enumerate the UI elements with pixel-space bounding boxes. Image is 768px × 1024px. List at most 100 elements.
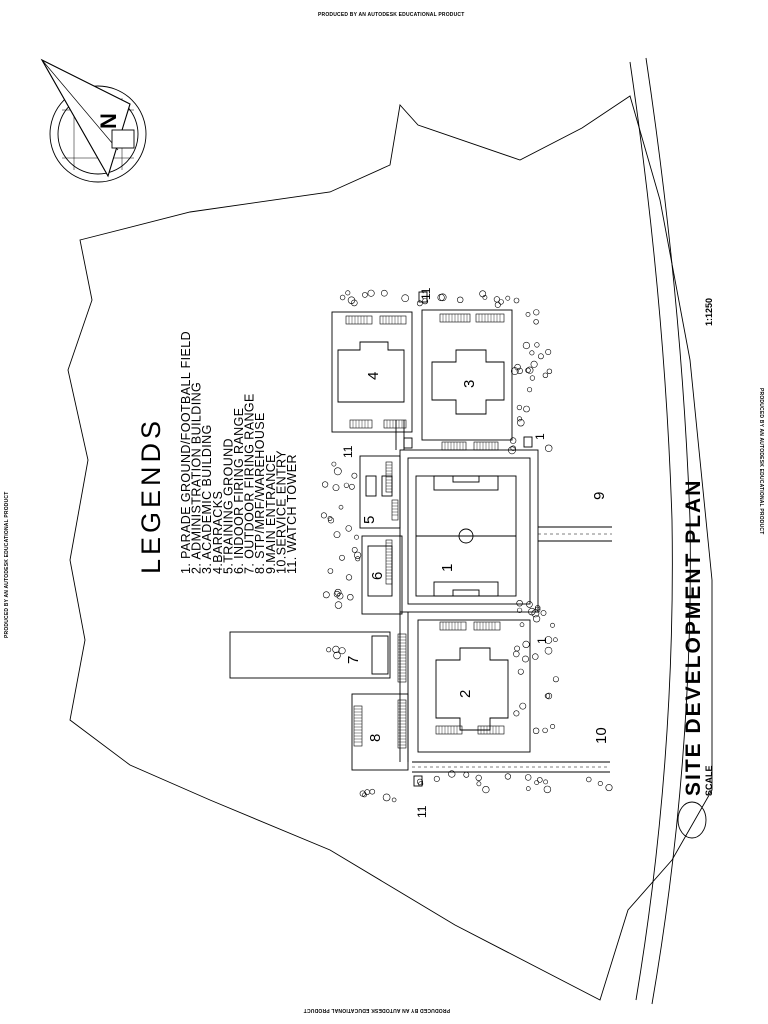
label-main-entrance: 9 xyxy=(591,492,608,500)
tree xyxy=(504,773,512,780)
tree xyxy=(343,482,350,488)
tree xyxy=(338,504,344,510)
tree xyxy=(524,774,532,781)
legend-item: 1. PARADE GROUND/FOOTBALL FIELD xyxy=(179,331,193,574)
tree xyxy=(533,319,539,325)
label-field: 1 xyxy=(439,564,456,572)
compass-rose xyxy=(40,58,147,183)
tree xyxy=(334,601,343,609)
tree xyxy=(586,776,592,783)
tree xyxy=(532,615,541,623)
tree xyxy=(433,775,440,782)
tree xyxy=(339,554,345,561)
tree xyxy=(338,647,346,655)
legend-title: LEGENDS xyxy=(136,417,166,574)
tree xyxy=(369,788,376,795)
tree xyxy=(422,298,429,305)
label-tower-top: 11 xyxy=(419,287,433,300)
legend-item: 3. ACADEMIC BUILDING xyxy=(200,424,214,574)
highway-edge-outer xyxy=(645,57,691,1005)
tree xyxy=(525,311,531,317)
tree xyxy=(517,419,525,427)
tree xyxy=(457,296,464,303)
tree xyxy=(545,692,553,700)
tree xyxy=(527,387,533,393)
parking-bay xyxy=(349,419,373,429)
tree xyxy=(505,295,511,301)
academic-building xyxy=(431,349,505,415)
tree xyxy=(348,483,355,490)
tree xyxy=(334,588,342,596)
label-service-entry: 10 xyxy=(593,727,610,744)
label-academic: 3 xyxy=(461,380,478,388)
legend-item: 11. WATCH TOWER xyxy=(285,454,299,574)
legend-item: 10.SERVICE ENTRY xyxy=(274,450,288,574)
parking-bay xyxy=(353,705,363,747)
tree-cover xyxy=(320,289,613,803)
tree xyxy=(534,342,540,348)
tree xyxy=(545,348,552,355)
tree xyxy=(544,636,553,644)
tree xyxy=(494,301,501,308)
tree xyxy=(542,727,548,734)
tree xyxy=(479,290,487,298)
tree xyxy=(476,781,482,787)
tree xyxy=(536,777,543,783)
tree xyxy=(516,416,522,422)
training-ground xyxy=(359,455,401,529)
tree xyxy=(516,367,523,375)
main-entrance-road xyxy=(538,526,612,542)
tree xyxy=(534,780,540,785)
tree xyxy=(351,472,358,479)
tree xyxy=(510,445,516,451)
legend-item: 2. ADMINISTRATION BUILDING xyxy=(190,382,204,574)
watch-tower-mid xyxy=(403,437,413,449)
tree xyxy=(345,290,351,296)
tree xyxy=(364,789,371,795)
tree xyxy=(522,655,529,663)
label-admin: 2 xyxy=(457,690,474,698)
tree xyxy=(354,551,362,559)
label-barracks: 4 xyxy=(365,372,382,380)
tree xyxy=(333,651,341,660)
parking-bay xyxy=(385,539,393,585)
stp-warehouse xyxy=(351,693,409,771)
tree xyxy=(362,292,368,298)
indoor-firing-range xyxy=(361,535,403,615)
tree xyxy=(531,609,540,618)
tree xyxy=(355,556,361,562)
tree xyxy=(538,353,544,360)
parking-bay xyxy=(477,725,505,735)
tree xyxy=(416,300,423,307)
label-marker-right: 1 xyxy=(535,637,549,644)
tree xyxy=(322,481,329,488)
tree xyxy=(513,650,520,658)
tree xyxy=(332,645,340,654)
tree xyxy=(351,547,358,553)
tree xyxy=(605,784,613,792)
tree xyxy=(345,574,353,581)
tree xyxy=(333,531,341,538)
scale-label: SCALE xyxy=(704,765,714,796)
tree xyxy=(550,723,556,729)
tree xyxy=(525,786,531,791)
tree xyxy=(519,702,527,710)
tree xyxy=(331,461,337,467)
tree xyxy=(544,444,553,452)
tree xyxy=(336,592,344,600)
parking-bay xyxy=(391,499,399,521)
legend-item: 8. STP/MRF/WAREHOUSE xyxy=(253,412,267,574)
tree xyxy=(526,601,533,608)
label-stp: 8 xyxy=(367,734,384,742)
legend-item: 5.TRAINING GROUND xyxy=(221,438,235,574)
site-boundary xyxy=(67,95,713,1001)
tree xyxy=(327,568,334,574)
title-ellipse xyxy=(677,801,707,839)
tree xyxy=(519,622,525,628)
tree xyxy=(529,350,535,356)
tree xyxy=(509,437,517,444)
tree xyxy=(493,296,501,303)
tree xyxy=(516,607,523,613)
tree xyxy=(347,593,354,601)
